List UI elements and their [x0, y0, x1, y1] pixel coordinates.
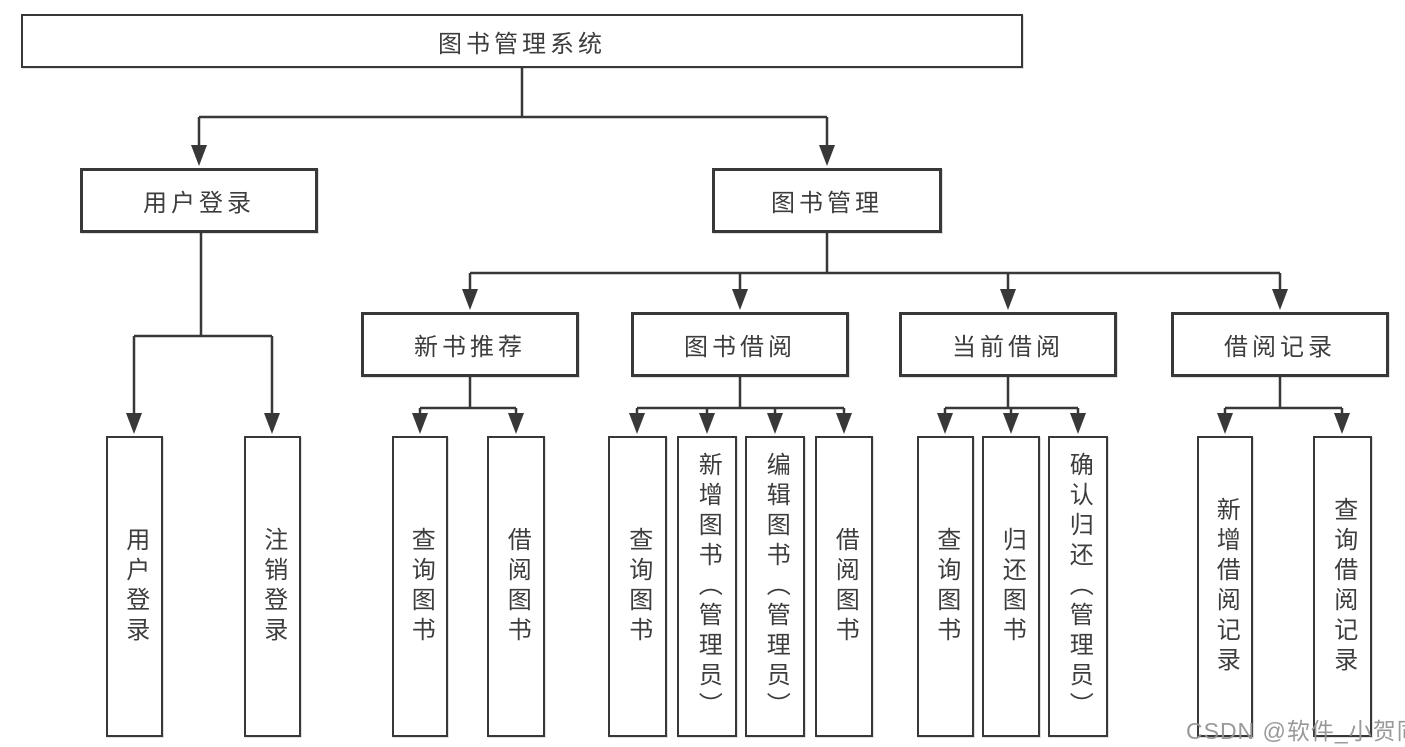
node-library-management-system: 图书管理系统	[21, 14, 1023, 68]
leaf-label: 新增借阅记录	[1212, 496, 1240, 677]
node-label: 用户登录	[143, 190, 255, 217]
node-borrowing-records: 借阅记录	[1171, 312, 1389, 377]
node-label: 新书推荐	[414, 334, 526, 361]
leaf-query-books-current: 查询图书	[917, 436, 974, 737]
connector-new-book-children	[418, 377, 518, 416]
node-current-borrowing: 当前借阅	[899, 312, 1117, 377]
leaf-return-books: 归还图书	[982, 436, 1040, 737]
leaf-label: 查询借阅记录	[1329, 496, 1357, 677]
leaf-label: 借阅图书	[831, 526, 859, 647]
csdn-watermark: CSDN @软件_小贺同学	[1186, 718, 1405, 744]
leaf-borrow-books-recommend: 借阅图书	[487, 436, 545, 737]
leaf-query-books-borrowing: 查询图书	[608, 436, 667, 737]
connector-user-login-children	[132, 233, 274, 416]
leaf-add-borrow-record: 新增借阅记录	[1197, 436, 1253, 737]
leaf-user-login: 用户登录	[106, 436, 163, 737]
leaf-label: 用户登录	[121, 526, 149, 647]
leaf-borrow-books: 借阅图书	[815, 436, 873, 737]
connector-book-borrowing-children	[635, 377, 846, 416]
node-new-book-recommendation: 新书推荐	[361, 312, 579, 377]
node-book-borrowing: 图书借阅	[631, 312, 849, 377]
leaf-label: 查询图书	[407, 526, 435, 647]
node-book-management: 图书管理	[712, 168, 942, 233]
leaf-label: 编辑图书（管理员）	[762, 451, 790, 722]
connector-book-management-children	[468, 233, 1282, 292]
leaf-label: 新增图书（管理员）	[694, 451, 722, 722]
leaf-query-books-recommend: 查询图书	[392, 436, 448, 737]
leaf-add-books-admin: 新增图书（管理员）	[677, 436, 737, 737]
leaf-label: 归还图书	[998, 526, 1026, 647]
arrowheads	[126, 145, 1350, 434]
node-label: 借阅记录	[1224, 334, 1336, 361]
node-label: 当前借阅	[952, 334, 1064, 361]
connector-borrowing-records-children	[1223, 377, 1344, 416]
node-label: 图书管理	[771, 190, 883, 217]
leaf-label: 借阅图书	[503, 526, 531, 647]
connector-current-borrowing-children	[943, 377, 1080, 416]
node-label: 图书借阅	[684, 334, 796, 361]
leaf-query-borrow-record: 查询借阅记录	[1313, 436, 1372, 737]
leaf-label: 查询图书	[932, 526, 960, 647]
node-label: 图书管理系统	[438, 30, 606, 58]
leaf-label: 确认归还（管理员）	[1065, 451, 1093, 722]
connector-root-to-level2	[197, 68, 829, 150]
leaf-label: 查询图书	[624, 526, 652, 647]
leaf-logout-login: 注销登录	[244, 436, 301, 737]
leaf-label: 注销登录	[259, 526, 287, 647]
leaf-confirm-return-admin: 确认归还（管理员）	[1048, 436, 1108, 737]
node-user-login: 用户登录	[80, 168, 318, 233]
leaf-edit-books-admin: 编辑图书（管理员）	[745, 436, 805, 737]
